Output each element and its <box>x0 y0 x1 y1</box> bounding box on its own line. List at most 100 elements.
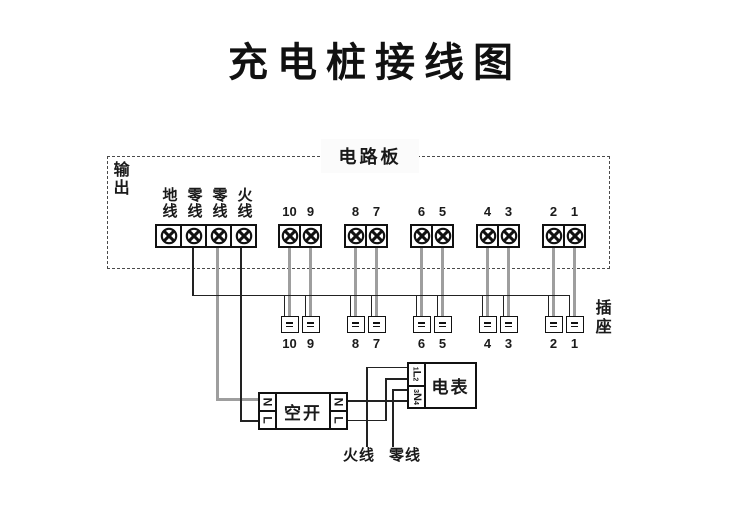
screw-icon <box>434 227 451 245</box>
wire-neutral-tap-4 <box>481 295 484 316</box>
board-terminal-3 <box>497 224 520 248</box>
screw-icon <box>185 227 202 245</box>
wire-neutral-to-breaker-h <box>216 397 258 401</box>
socket-pin-icon <box>505 321 512 324</box>
socket-pin-icon <box>484 325 491 328</box>
socket-pin-icon <box>505 325 512 328</box>
socket-label: 插座 <box>592 299 610 337</box>
wire-channel-1 <box>573 246 576 316</box>
wire-channel-3 <box>507 246 510 316</box>
socket-number: 7 <box>372 336 381 351</box>
wire-neutral-bus-drop <box>192 247 194 296</box>
breaker-label: 空开 <box>284 403 322 423</box>
wire-meter2-h1 <box>385 378 407 380</box>
screw-icon <box>545 227 562 245</box>
wire-neutral-tap-10 <box>283 295 286 316</box>
socket-pin-icon <box>571 325 578 328</box>
wire-channel-6 <box>420 246 423 316</box>
socket-number: 6 <box>417 336 426 351</box>
socket-number: 10 <box>282 336 297 351</box>
socket-number: 1 <box>570 336 579 351</box>
socket-pin-icon <box>418 321 425 324</box>
breaker-terminal-n-left: N <box>260 394 275 412</box>
meter-terminal-n: 3N4 <box>410 388 423 405</box>
output-terminal-零线 <box>180 224 207 248</box>
breaker-right-terminal-column: N L <box>329 394 346 428</box>
socket-pin-icon <box>352 321 359 324</box>
socket-pin-icon <box>439 325 446 328</box>
wire-channel-7 <box>375 246 378 316</box>
wire-channel-4 <box>486 246 489 316</box>
screw-icon <box>210 227 227 245</box>
socket-pin-icon <box>418 325 425 328</box>
socket-connector-2 <box>544 316 563 333</box>
board-terminal-number: 4 <box>483 204 492 219</box>
board-terminal-7 <box>365 224 388 248</box>
board-terminal-2 <box>542 224 565 248</box>
wire-neutral-tap-8 <box>349 295 352 316</box>
wire-channel-10 <box>288 246 291 316</box>
wire-neutral-bus <box>192 294 570 297</box>
meter-box: 1L2 3N4 电表 <box>407 362 477 409</box>
breaker-terminal-n-right: N <box>331 394 346 412</box>
wire-live-to-breaker-h <box>240 420 258 422</box>
wire-meter4-h <box>348 400 407 402</box>
socket-connector-9 <box>301 316 320 333</box>
screw-icon <box>566 227 583 245</box>
wire-neutral-tap-2 <box>547 295 550 316</box>
screw-icon <box>368 227 385 245</box>
board-terminal-number: 3 <box>504 204 513 219</box>
output-terminal-地线 <box>155 224 182 248</box>
output-terminal-label: 零线 <box>210 187 228 219</box>
meter-terminal-column: 1L2 3N4 <box>409 364 426 407</box>
board-terminal-10 <box>278 224 301 248</box>
board-terminal-number: 10 <box>282 204 297 219</box>
wire-neutral-tap-6 <box>415 295 418 316</box>
wire-mains-neutral-v <box>392 389 394 447</box>
wire-mains-live-v <box>366 366 368 447</box>
page-title: 充电桩接线图 <box>228 41 522 85</box>
socket-connector-6 <box>412 316 431 333</box>
socket-pin-icon <box>307 321 314 324</box>
wire-neutral-tap-5 <box>436 295 439 316</box>
circuit-board-label: 电路板 <box>321 139 419 173</box>
socket-number: 3 <box>504 336 513 351</box>
mains-neutral-label: 零线 <box>389 447 422 464</box>
board-terminal-number: 6 <box>417 204 426 219</box>
socket-pin-icon <box>352 325 359 328</box>
screw-icon <box>160 227 177 245</box>
socket-number: 9 <box>306 336 315 351</box>
board-terminal-number: 1 <box>570 204 579 219</box>
socket-connector-10 <box>280 316 299 333</box>
wire-mains-live-h <box>366 366 407 369</box>
wire-neutral-to-breaker-v <box>216 246 219 400</box>
screw-icon <box>413 227 430 245</box>
board-terminal-number: 7 <box>372 204 381 219</box>
wire-mains-neutral-h <box>392 389 407 391</box>
socket-connector-8 <box>346 316 365 333</box>
wire-channel-5 <box>441 246 444 316</box>
output-terminal-label: 零线 <box>185 187 203 219</box>
socket-connector-4 <box>478 316 497 333</box>
wire-channel-9 <box>309 246 312 316</box>
socket-number: 4 <box>483 336 492 351</box>
wire-meter2-v <box>385 378 387 421</box>
socket-connector-7 <box>367 316 386 333</box>
board-terminal-8 <box>344 224 367 248</box>
wire-neutral-tap-9 <box>304 295 307 316</box>
socket-pin-icon <box>307 325 314 328</box>
socket-connector-3 <box>499 316 518 333</box>
board-terminal-number: 2 <box>549 204 558 219</box>
board-terminal-6 <box>410 224 433 248</box>
output-terminal-label: 地线 <box>160 187 178 219</box>
breaker-box: N L 空开 N L <box>258 392 348 430</box>
screw-icon <box>235 227 252 245</box>
wire-live-to-breaker-v <box>240 247 242 421</box>
socket-number: 2 <box>549 336 558 351</box>
wire-channel-8 <box>354 246 357 316</box>
wire-meter2-h2 <box>348 419 387 422</box>
wire-neutral-tap-3 <box>502 295 505 316</box>
socket-pin-icon <box>571 321 578 324</box>
socket-connector-5 <box>433 316 452 333</box>
